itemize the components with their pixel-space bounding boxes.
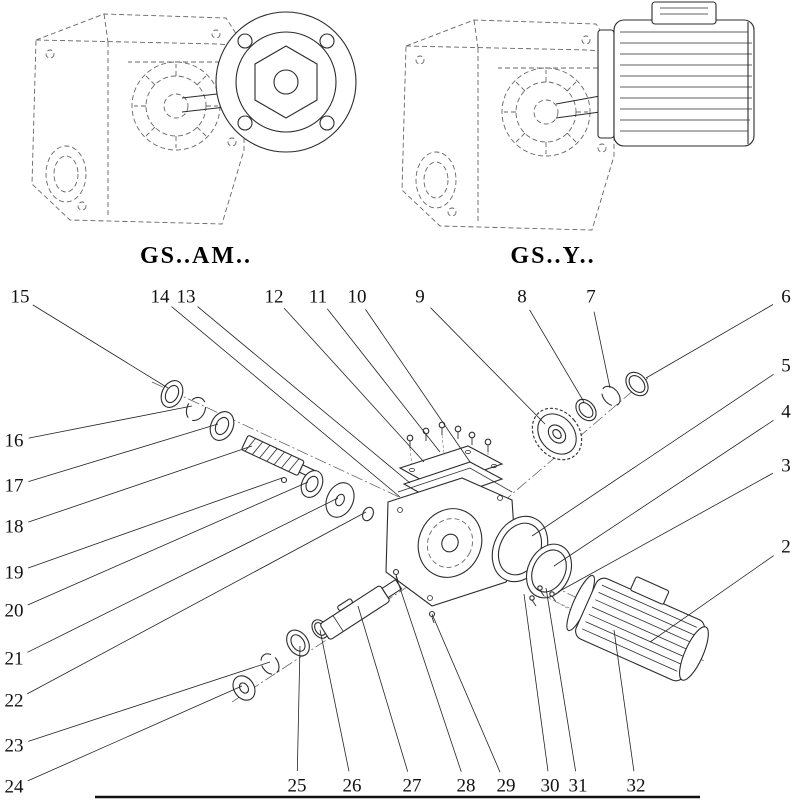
leader-line-26 <box>319 629 350 772</box>
callout-number-22: 22 <box>5 691 24 712</box>
circlip <box>260 653 280 675</box>
callout-number-12: 12 <box>265 287 284 308</box>
callout-number-6: 6 <box>781 287 791 308</box>
shaft-key <box>337 598 353 611</box>
model-label-gs-y: GS..Y.. <box>510 243 595 269</box>
callout-number-26: 26 <box>343 776 362 797</box>
callout-number-32: 32 <box>627 776 646 797</box>
callout-number-4: 4 <box>781 402 791 423</box>
leader-line-16 <box>28 405 193 439</box>
pin <box>280 476 288 484</box>
callout-number-27: 27 <box>403 776 422 797</box>
leader-line-24 <box>27 685 243 782</box>
callout-number-11: 11 <box>309 287 327 308</box>
leader-line-7 <box>593 311 611 389</box>
callout-number-3: 3 <box>781 456 791 477</box>
callout-number-13: 13 <box>177 287 196 308</box>
leader-line-15 <box>32 304 169 389</box>
callout-number-17: 17 <box>5 476 24 497</box>
leader-line-23 <box>28 661 271 742</box>
circlip <box>601 385 621 407</box>
output-shaft <box>320 578 403 640</box>
callout-number-15: 15 <box>11 287 30 308</box>
gearbox-am-drawing: GS..AM.. <box>31 11 357 269</box>
callout-number-7: 7 <box>586 287 596 308</box>
gearbox-housing-dashed <box>31 13 245 225</box>
motor-exploded <box>566 574 709 682</box>
callout-number-10: 10 <box>348 287 367 308</box>
callout-number-21: 21 <box>5 649 24 670</box>
callout-number-25: 25 <box>288 776 307 797</box>
leader-line-25 <box>296 645 301 772</box>
leader-line-2 <box>649 555 774 643</box>
callout-number-14: 14 <box>151 287 171 308</box>
circlip <box>185 396 207 422</box>
gearbox-housing <box>385 467 517 607</box>
callout-number-16: 16 <box>5 431 24 452</box>
leader-line-3 <box>557 472 774 593</box>
worm-shaft <box>241 435 317 479</box>
leader-line-22 <box>27 511 367 695</box>
leader-line-17 <box>28 423 219 483</box>
callout-number-19: 19 <box>5 563 24 584</box>
callout-number-5: 5 <box>781 356 791 377</box>
leader-line-27 <box>357 605 409 772</box>
model-label-gs-am: GS..AM.. <box>140 243 252 269</box>
callout-number-31: 31 <box>569 776 588 797</box>
callout-number-18: 18 <box>5 517 24 538</box>
gearbox-y-drawing: GS..Y.. <box>401 1 755 269</box>
callout-number-29: 29 <box>497 776 516 797</box>
leader-line-6 <box>645 304 774 379</box>
leader-line-20 <box>27 481 309 606</box>
leader-line-30 <box>523 593 549 772</box>
output-flange-am <box>181 11 357 153</box>
leader-line-31 <box>545 587 577 772</box>
input-shaft-parts <box>160 380 374 522</box>
gear <box>531 407 583 461</box>
output-shaft-parts <box>232 568 436 701</box>
callout-number-23: 23 <box>5 736 24 757</box>
leader-line-5 <box>531 374 774 537</box>
leader-line-29 <box>431 613 501 773</box>
callout-number-30: 30 <box>541 776 560 797</box>
leader-line-32 <box>613 629 635 772</box>
callout-number-2: 2 <box>781 537 791 558</box>
leader-line-13 <box>197 306 411 484</box>
leader-line-18 <box>28 445 253 523</box>
screw <box>392 568 400 576</box>
callout-number-8: 8 <box>517 287 527 308</box>
leader-line-9 <box>430 307 546 425</box>
leader-line-12 <box>283 307 425 463</box>
leader-line-10 <box>365 309 471 463</box>
callout-number-9: 9 <box>415 287 425 308</box>
leader-line-11 <box>326 308 441 453</box>
motor-drawing <box>555 1 755 147</box>
flange-cover-parts <box>491 515 587 619</box>
leader-line-21 <box>27 497 339 653</box>
leader-line-4 <box>553 419 774 567</box>
leader-line-28 <box>395 575 462 772</box>
gearbox-housing-dashed <box>401 19 615 231</box>
leader-line-19 <box>28 477 283 569</box>
callout-number-24: 24 <box>5 777 25 798</box>
leader-line-14 <box>171 306 401 498</box>
callout-number-20: 20 <box>5 601 24 622</box>
callout-number-28: 28 <box>457 776 476 797</box>
gear-and-rings <box>531 371 649 461</box>
leader-line-8 <box>529 309 585 403</box>
